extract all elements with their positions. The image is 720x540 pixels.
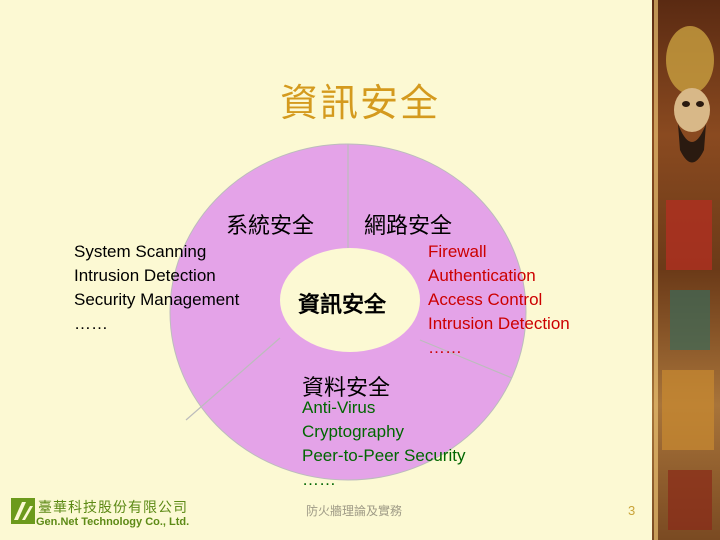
divider-right <box>419 339 513 379</box>
list-item: Anti-Virus <box>302 398 376 417</box>
list-item: System Scanning <box>74 242 207 261</box>
list-item: Intrusion Detection <box>428 314 570 333</box>
network-security-list: Firewall Authentication Access Control I… <box>428 240 570 360</box>
info-security-center-label: 資訊安全 <box>298 292 387 318</box>
deity-illustration-image <box>652 0 720 540</box>
company-name-chinese: 臺華科技股份有限公司 <box>38 500 188 516</box>
page-number: 3 <box>628 503 636 518</box>
list-item: Intrusion Detection <box>74 266 216 285</box>
company-logo-icon <box>11 498 35 524</box>
list-item: Cryptography <box>302 422 405 441</box>
list-item: …… <box>428 338 462 357</box>
list-item: Security Management <box>74 290 240 309</box>
list-item: Access Control <box>428 290 543 309</box>
list-item: …… <box>74 314 108 333</box>
footer-title: 防火牆理論及實務 <box>306 504 403 518</box>
system-security-label: 系統安全 <box>226 214 315 239</box>
inner-circle <box>280 248 420 352</box>
divider-left <box>185 337 281 421</box>
list-item: Peer-to-Peer Security <box>302 446 466 465</box>
company-name-english: Gen.Net Technology Co., Ltd. <box>36 516 190 528</box>
list-item: Firewall <box>428 242 487 261</box>
data-security-list: Anti-Virus Cryptography Peer-to-Peer Sec… <box>302 396 465 492</box>
list-item: …… <box>302 470 336 489</box>
system-security-list: System Scanning Intrusion Detection Secu… <box>74 240 239 336</box>
network-security-label: 網路安全 <box>364 214 453 239</box>
slide-title: 資訊安全 <box>279 81 440 125</box>
list-item: Authentication <box>428 266 536 285</box>
data-security-label: 資料安全 <box>302 376 391 401</box>
